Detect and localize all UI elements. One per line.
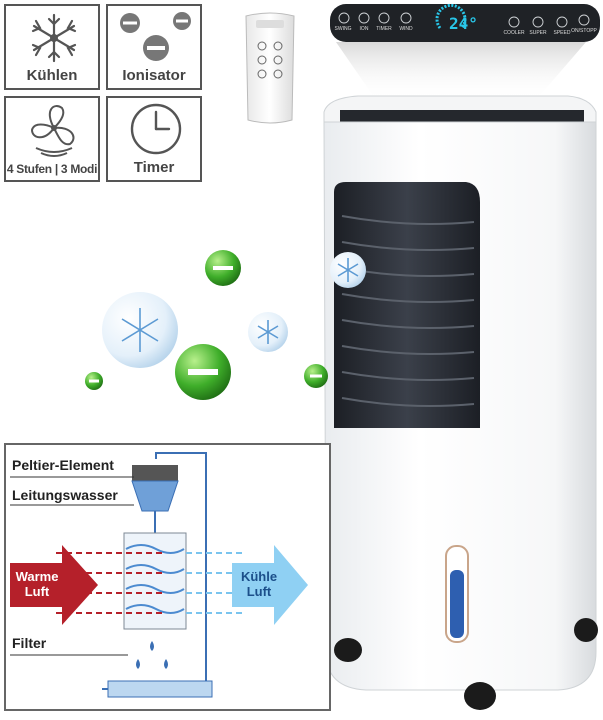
label-cool-air-line2: Luft: [246, 584, 272, 599]
remote-control: [245, 12, 295, 124]
ion-minus-icon: [120, 12, 191, 61]
display-value: 24: [449, 14, 469, 33]
air-cooler-unit: [323, 95, 598, 710]
panel-label-on-stop: ON/STOPP: [571, 28, 597, 34]
ion-bubbles-illustration: [85, 250, 366, 400]
label-cool-air-line1: Kühle: [240, 569, 278, 584]
clock-icon: [130, 103, 182, 155]
control-panel-closeup: [330, 3, 600, 100]
feature-label-speeds-modes: 4 Stufen | 3 Modi: [6, 162, 98, 176]
feature-cooling: Kühlen: [4, 4, 100, 90]
feature-label-timer: Timer: [133, 159, 175, 176]
panel-label-cooler: COOLER: [503, 30, 525, 36]
cooling-diagram: Peltier-Element Leitungswasser Filter Wa…: [4, 443, 331, 711]
display-unit: °: [468, 14, 478, 33]
panel-label-wind: WIND: [399, 26, 413, 32]
diagram-graphic: [10, 452, 308, 698]
panel-label-swing: SWING: [334, 26, 352, 32]
snowflake-icon: [31, 13, 77, 63]
label-filter: Filter: [12, 635, 47, 651]
label-warm-air: Warme Luft: [12, 569, 62, 599]
panel-label-timer: TIMER: [376, 26, 392, 32]
fan-icon: [30, 105, 75, 157]
label-cool-air: Kühle Luft: [234, 569, 284, 599]
label-tap-water: Leitungswasser: [12, 487, 118, 503]
label-warm-air-line2: Luft: [24, 584, 50, 599]
feature-timer: Timer: [106, 96, 202, 182]
panel-label-super: SUPER: [529, 30, 547, 36]
label-peltier: Peltier-Element: [12, 457, 114, 473]
display-readout: 24°: [449, 14, 478, 33]
label-warm-air-line1: Warme: [15, 569, 59, 584]
panel-label-speed: SPEED: [553, 30, 571, 36]
feature-ionizer: Ionisator: [106, 4, 202, 90]
feature-speeds-modes: 4 Stufen | 3 Modi: [4, 96, 100, 182]
feature-label-cooling: Kühlen: [26, 67, 78, 84]
feature-label-ionizer: Ionisator: [122, 67, 186, 84]
panel-label-ion: ION: [359, 26, 369, 32]
